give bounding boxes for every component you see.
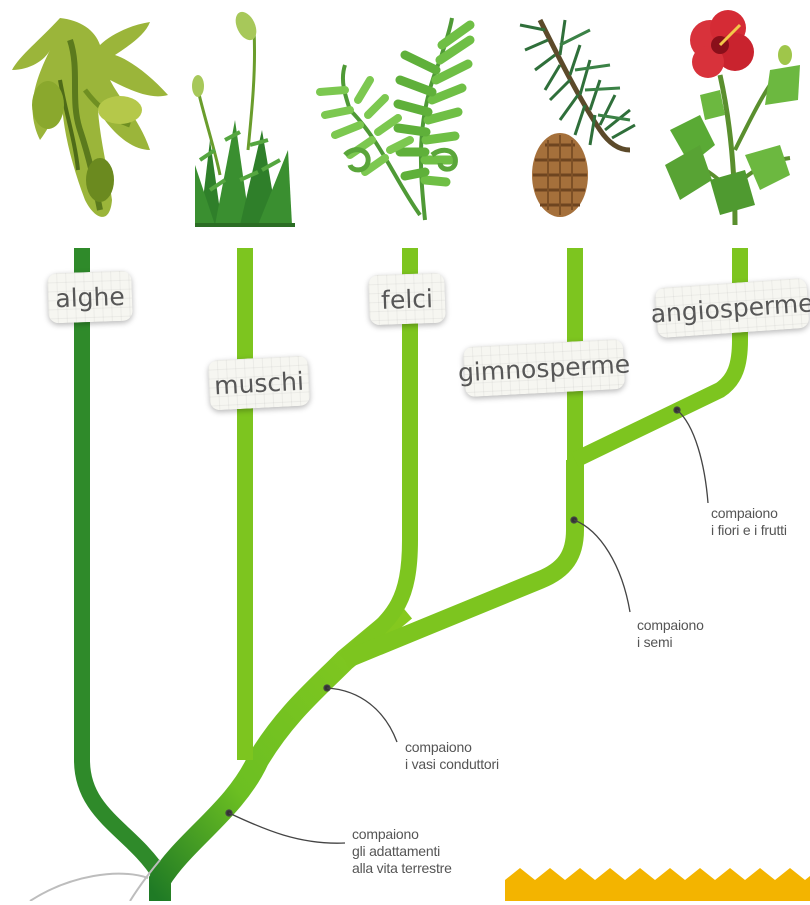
pointer-vasi: [327, 688, 397, 742]
branch-alghe: [82, 248, 160, 901]
fern-icon: [320, 18, 470, 220]
annotation-fiori-line1: compaiono: [711, 505, 787, 522]
root-curve-left: [30, 874, 148, 901]
annotation-vasi-line1: compaiono: [405, 739, 499, 756]
annotation-vasi: compaiono i vasi conduttori: [405, 739, 499, 773]
annotation-semi-line1: compaiono: [637, 617, 704, 634]
pine-cone-icon: [520, 20, 635, 217]
pointer-fiori: [677, 410, 708, 503]
pointer-terrestre: [229, 813, 345, 843]
hibiscus-icon: [665, 10, 800, 225]
annotation-terrestre-line1: compaiono: [352, 826, 452, 843]
zigzag-decoration: [505, 868, 810, 901]
annotation-fiori: compaiono i fiori e i frutti: [711, 505, 787, 539]
annotation-terrestre-line3: alla vita terrestre: [352, 860, 452, 877]
label-alghe: alghe: [47, 271, 133, 324]
label-felci: felci: [368, 273, 446, 326]
annotation-semi-line2: i semi: [637, 634, 704, 651]
annotation-terrestre-line2: gli adattamenti: [352, 843, 452, 860]
algae-icon: [12, 18, 168, 217]
annotation-semi: compaiono i semi: [637, 617, 704, 651]
annotation-fiori-line2: i fiori e i frutti: [711, 522, 787, 539]
annotation-terrestre: compaiono gli adattamenti alla vita terr…: [352, 826, 452, 877]
label-angiosperme: angiosperme: [654, 278, 809, 338]
label-muschi: muschi: [208, 355, 310, 410]
moss-icon: [192, 9, 295, 225]
annotation-vasi-line2: i vasi conduttori: [405, 756, 499, 773]
branches: [82, 248, 740, 901]
label-gimnosperme: gimnosperme: [463, 339, 625, 397]
